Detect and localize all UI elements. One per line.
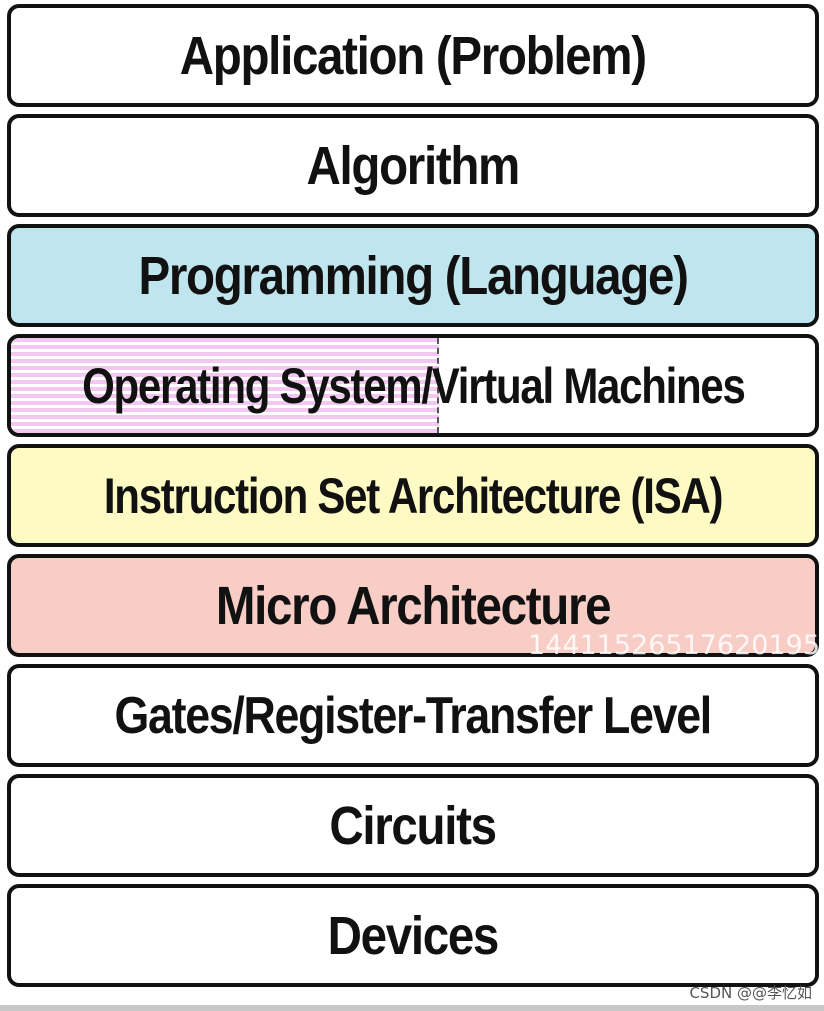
layer-label: Algorithm bbox=[306, 135, 521, 196]
layer-label: Circuits bbox=[329, 795, 498, 856]
layer-label: Devices bbox=[327, 905, 500, 966]
layer-devices: Devices bbox=[7, 884, 819, 987]
layer-label: Gates/Register-Transfer Level bbox=[114, 686, 713, 745]
os-highlight-stripe bbox=[11, 338, 440, 433]
layer-label: Operating System/Virtual Machines bbox=[81, 357, 746, 414]
layer-application: Application (Problem) bbox=[7, 4, 819, 107]
id-watermark: 14411526517620195 bbox=[527, 630, 820, 661]
layer-circuits: Circuits bbox=[7, 774, 819, 877]
layer-label: Micro Architecture bbox=[215, 575, 612, 636]
layer-micro-architecture: Micro Architecture bbox=[7, 554, 819, 657]
csdn-credit: CSDN @@李忆如 bbox=[689, 984, 812, 1002]
layer-operating-system: Operating System/Virtual Machines bbox=[7, 334, 819, 437]
bottom-bar bbox=[0, 1005, 824, 1011]
layer-gates-rtl: Gates/Register-Transfer Level bbox=[7, 664, 819, 767]
layer-label: Instruction Set Architecture (ISA) bbox=[103, 467, 724, 524]
layer-isa: Instruction Set Architecture (ISA) bbox=[7, 444, 819, 547]
layer-label: Programming (Language) bbox=[138, 245, 688, 306]
layer-algorithm: Algorithm bbox=[7, 114, 819, 217]
abstraction-layer-stack: Application (Problem) Algorithm Programm… bbox=[7, 4, 819, 994]
layer-label: Application (Problem) bbox=[180, 25, 647, 86]
layer-programming: Programming (Language) bbox=[7, 224, 819, 327]
